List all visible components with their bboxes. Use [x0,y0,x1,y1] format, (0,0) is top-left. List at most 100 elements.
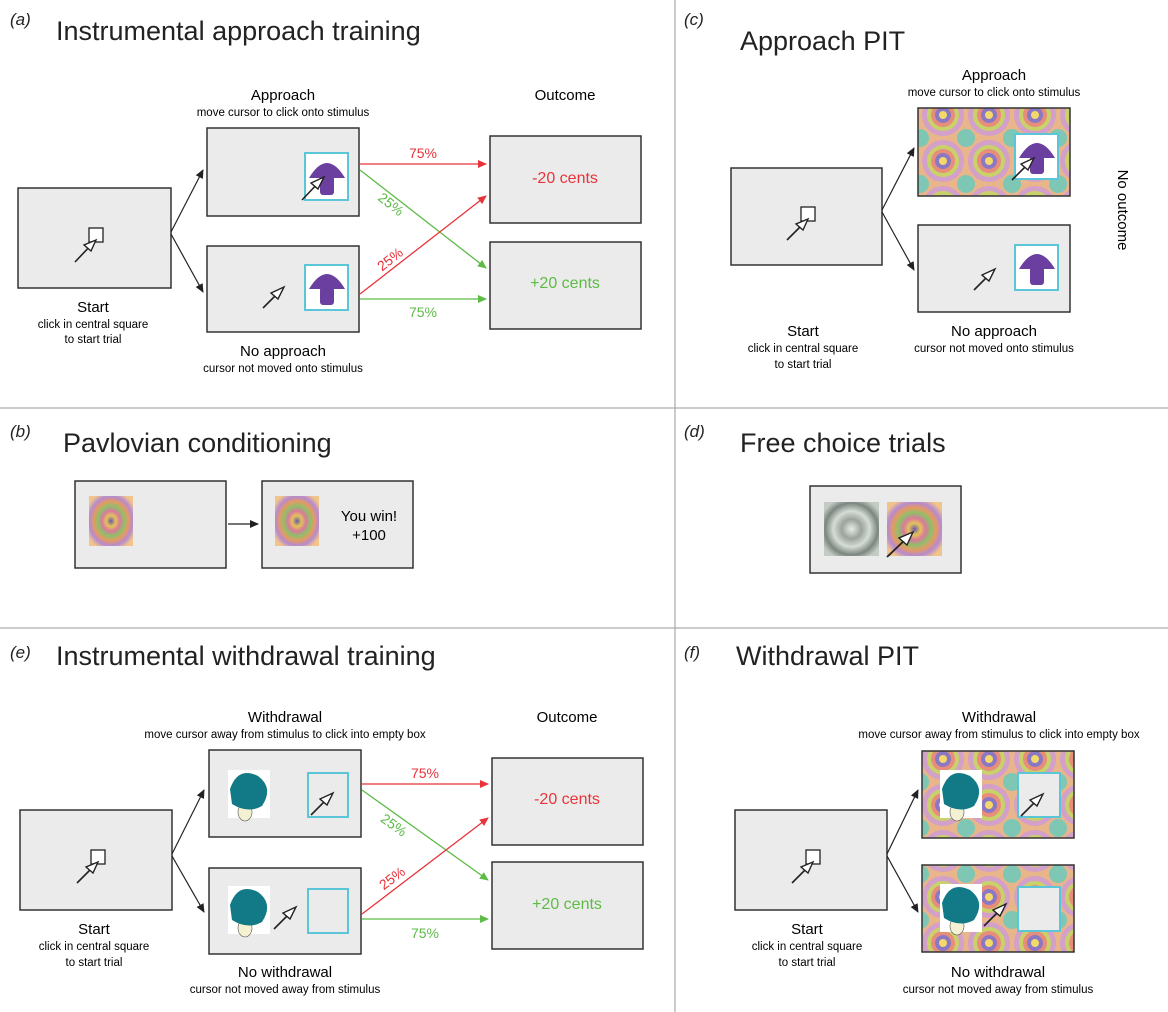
prob-label: 75% [409,304,437,320]
cursor-icon [273,905,298,930]
fractal-stimulus [89,496,133,546]
panel-letter: (c) [684,10,704,29]
start-sub-1: click in central square [39,941,150,953]
branch-arrow-bottom [170,233,204,293]
start-sub-1: click in central square [752,941,863,953]
start-sub-1: click in central square [748,343,859,355]
withdrawal-title: Withdrawal [248,709,322,726]
prob-label: 75% [411,925,439,941]
central-square [90,849,106,865]
panel-f: (f) Withdrawal PIT Start click in centra… [684,641,1140,996]
start-sub-2: to start trial [66,957,123,969]
panel-d: (d) Free choice trials [684,422,962,574]
gray-fractal-stimulus [824,502,879,556]
prob-label: 75% [411,765,439,781]
win-amount: +100 [352,527,386,544]
no-withdrawal-title: No withdrawal [951,964,1045,981]
panel-letter: (a) [10,10,31,29]
panel-title: Withdrawal PIT [736,641,919,671]
cursor-icon [1020,792,1045,817]
panel-letter: (b) [10,422,31,441]
win-outcome-screen [489,241,642,330]
no-withdrawal-sub: cursor not moved away from stimulus [903,984,1094,996]
outcome-title: Outcome [535,87,596,104]
no-outcome-label: No outcome [1114,170,1131,251]
teal-mushroom-icon [942,886,980,936]
prob-label: 75% [409,145,437,161]
panel-title: Free choice trials [740,428,946,458]
no-approach-title: No approach [951,323,1037,340]
prob-arrow-bottom-loss [359,195,487,295]
prob-label: 25% [376,863,408,893]
cursor-icon [301,175,326,201]
start-title: Start [77,299,110,316]
teal-mushroom-icon [942,772,980,822]
no-withdrawal-sub: cursor not moved away from stimulus [190,984,381,996]
start-title: Start [787,323,820,340]
panel-letter: (d) [684,422,705,441]
cursor-icon [886,530,915,558]
central-square [800,206,816,222]
purple-mushroom-icon [309,274,345,305]
cursor-icon [262,285,286,309]
win-outcome-screen [491,861,644,950]
start-sub-2: to start trial [65,334,122,346]
withdrawal-sub: move cursor away from stimulus to click … [144,729,425,741]
withdrawal-title: Withdrawal [962,709,1036,726]
cursor-icon [76,860,100,884]
teal-mushroom-icon [230,772,268,822]
start-sub-2: to start trial [775,359,832,371]
cursor-icon [786,217,810,241]
cursor-icon [983,902,1008,927]
branch-arrow-top [886,789,919,855]
empty-box [1017,772,1061,818]
win-outcome-text: +20 cents [530,275,600,292]
prob-label: 25% [375,189,407,219]
empty-box [307,888,349,934]
loss-outcome-text: -20 cents [532,170,598,187]
approach-title: Approach [962,67,1026,84]
branch-arrow-bottom [881,211,915,271]
loss-outcome-text: -20 cents [534,791,600,808]
fractal-stimulus [275,496,319,546]
cursor-icon [310,791,335,816]
panel-letter: (f) [684,643,700,662]
branch-arrow-bottom [886,855,919,913]
no-approach-title: No approach [240,343,326,360]
teal-mushroom-icon [230,888,268,938]
approach-sub: move cursor to click onto stimulus [197,107,370,119]
win-outcome-text: +20 cents [532,896,602,913]
panel-title: Pavlovian conditioning [63,428,332,458]
prob-arrow-top-win [361,789,489,881]
win-message: You win! [341,508,397,525]
branch-arrow-bottom [171,855,205,913]
start-sub-2: to start trial [779,957,836,969]
branch-arrow-top [171,789,205,855]
no-approach-sub: cursor not moved onto stimulus [203,363,363,375]
central-square [88,227,104,243]
loss-outcome-screen [491,757,644,846]
prob-arrow-bottom-loss [361,817,489,915]
approach-sub: move cursor to click onto stimulus [908,87,1081,99]
prob-label: 25% [374,244,406,274]
panel-title: Instrumental withdrawal training [56,641,436,671]
empty-box [307,772,349,818]
approach-title: Approach [251,87,315,104]
outcome-title: Outcome [537,709,598,726]
no-withdrawal-title: No withdrawal [238,964,332,981]
cursor-icon [973,267,997,291]
central-square [805,849,821,865]
purple-mushroom-icon [1019,254,1055,285]
withdrawal-sub: move cursor away from stimulus to click … [858,729,1139,741]
start-title: Start [78,921,111,938]
cursor-icon [74,238,98,263]
purple-mushroom-icon [309,163,345,195]
start-sub-1: click in central square [38,319,149,331]
empty-box [1017,886,1061,932]
panel-b: (b) Pavlovian conditioning You win! +100 [10,422,414,569]
start-title: Start [791,921,824,938]
loss-outcome-screen [489,135,642,224]
no-approach-sub: cursor not moved onto stimulus [914,343,1074,355]
panel-c: (c) Approach PIT Start click in central … [684,10,1131,371]
